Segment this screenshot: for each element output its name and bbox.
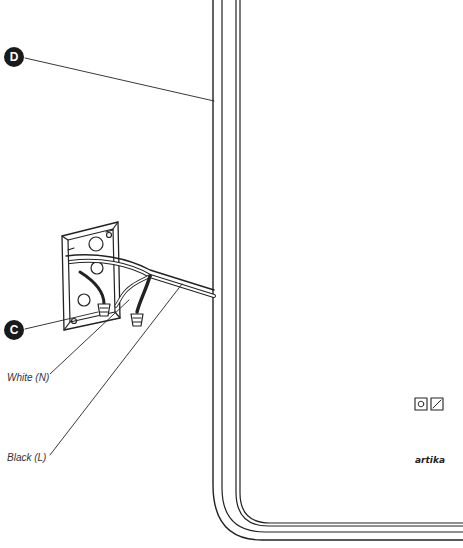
brand-logo: artika [414,455,446,465]
wire-label: White (N) [6,372,50,383]
wire-label: Black (L) [6,452,47,463]
callout-circle: C [4,320,24,340]
callout-letter: D [10,51,19,63]
callout-letter: C [10,324,19,336]
callout-circle: D [4,47,24,67]
